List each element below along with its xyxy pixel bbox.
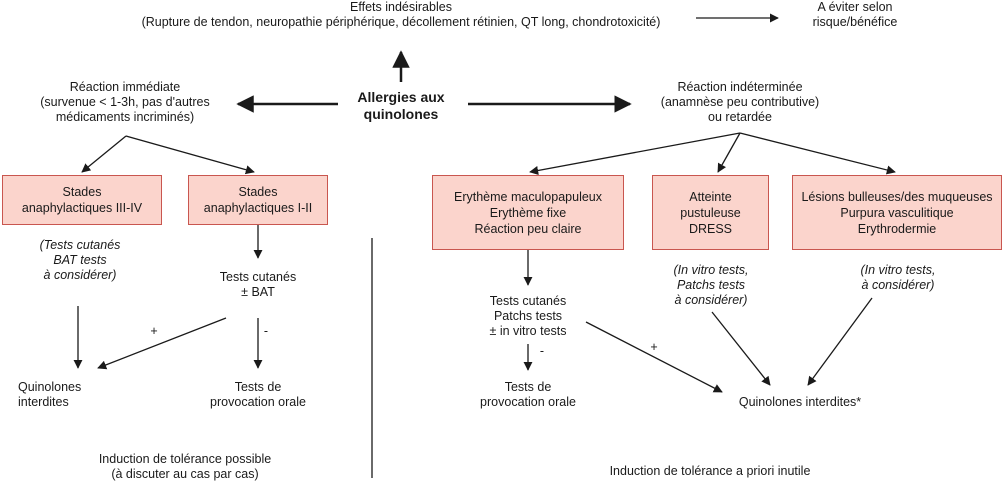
arrow-skin-bat-to-forbidden-left [97, 317, 227, 370]
side-effects-text: Effets indésirables (Rupture de tendon, … [141, 0, 661, 29]
tolerance-useless-text: Induction de tolérance a priori inutile [609, 464, 811, 478]
stages-3-4-box: Stades anaphylactiques III-IV [2, 175, 162, 225]
immediate-reaction-text: Réaction immédiate (survenue < 1-3h, pas… [40, 80, 210, 124]
edge-label-minus-right: - [539, 344, 545, 358]
quinolones-forbidden-right: Quinolones interdites* [738, 395, 862, 409]
edge-label-plus-left: + [150, 324, 158, 338]
right-tests-text: Tests cutanés Patchs tests ± in vitro te… [489, 294, 567, 338]
oral-provocation-left: Tests de provocation orale [210, 380, 306, 409]
edge-label-minus-left: - [263, 324, 269, 338]
arrow-invitro-patch-to-forbidden-right [711, 311, 771, 386]
oral-provocation-right: Tests de provocation orale [480, 380, 576, 409]
invitro-note: (In vitro tests, à considérer) [860, 263, 936, 292]
pustular-box: Atteinte pustuleuse DRESS [652, 175, 769, 250]
arrow-immediate-to-stages-3-4 [81, 135, 127, 173]
arrow-undetermined-to-pustular [717, 132, 741, 173]
invitro-patch-note: (In vitro tests, Patchs tests à considér… [673, 263, 749, 307]
left-tests-note: (Tests cutanés BAT tests à considérer) [39, 238, 121, 282]
quinolones-forbidden-left: Quinolones interdites [18, 380, 82, 409]
stages-1-2-box: Stades anaphylactiques I-II [188, 175, 328, 225]
arrow-undetermined-to-bullous [739, 132, 896, 175]
arrow-immediate-to-stages-1-2 [125, 135, 255, 175]
edge-label-plus-right: + [650, 340, 658, 354]
tolerance-possible-text: Induction de tolérance possible (à discu… [98, 452, 272, 481]
undetermined-reaction-text: Réaction indéterminée (anamnèse peu cont… [660, 80, 820, 124]
arrow-tests-to-forbidden-right [585, 321, 723, 393]
avoid-text: A éviter selon risque/bénéfice [812, 0, 898, 29]
skin-bat-text: Tests cutanés ± BAT [219, 270, 297, 299]
erythema-box: Erythème maculopapuleux Erythème fixe Ré… [432, 175, 624, 250]
bullous-box: Lésions bulleuses/des muqueuses Purpura … [792, 175, 1002, 250]
center-node-allergies: Allergies aux quinolones [357, 89, 445, 122]
arrow-invitro-to-forbidden-right [807, 297, 873, 386]
arrow-undetermined-to-erythema [529, 132, 741, 175]
